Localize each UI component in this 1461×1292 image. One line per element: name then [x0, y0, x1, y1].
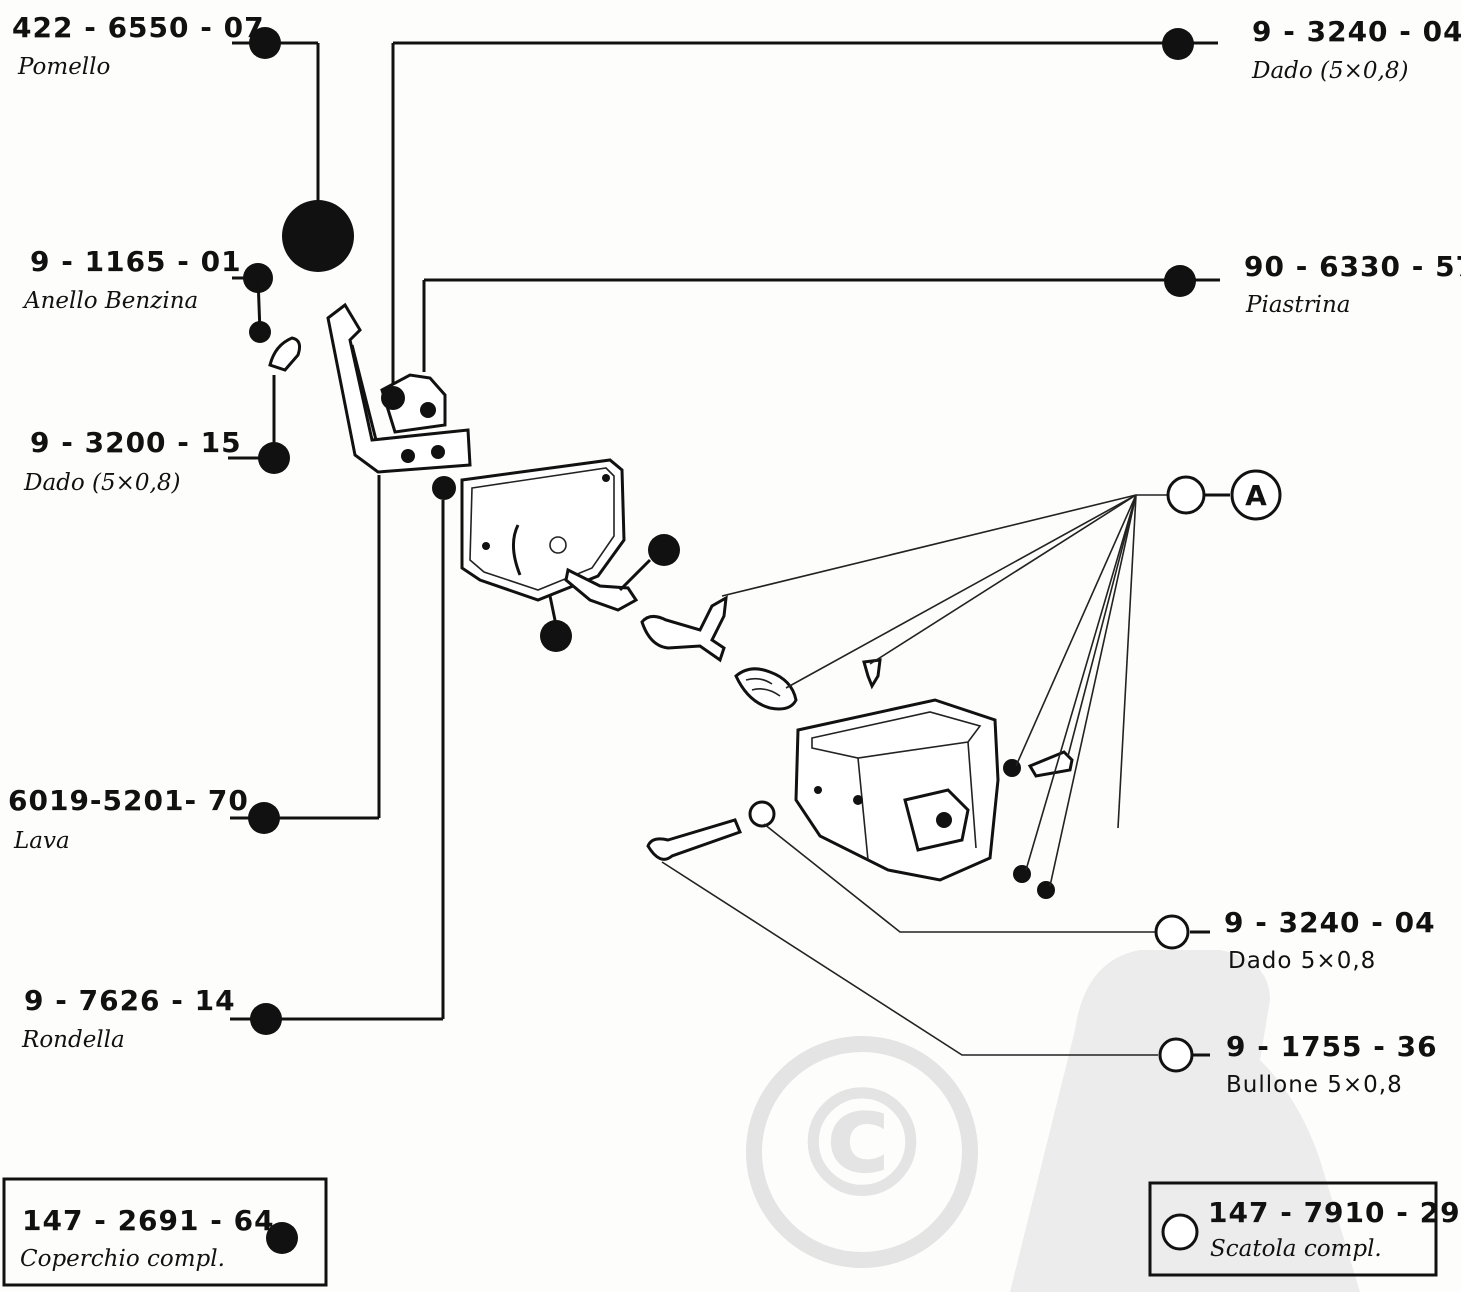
leader-piastrina [422, 265, 1220, 372]
copyright-watermark: © [746, 950, 1360, 1292]
leader-rondella [230, 476, 456, 1035]
label-anello-desc: Anello Benzina [22, 288, 198, 314]
leader-dado-left [228, 336, 301, 474]
label-dado-top-code: 9 - 3240 - 04 [1252, 15, 1461, 48]
label-anello-code: 9 - 1165 - 01 [30, 245, 242, 278]
label-dado-left-desc: Dado (5×0,8) [23, 470, 180, 496]
label-dado-top-desc: Dado (5×0,8) [1251, 58, 1408, 84]
leader-pomello [232, 27, 354, 272]
screw-small-part [862, 658, 882, 690]
legend-scatola-code: 147 - 7910 - 29 [1208, 1196, 1461, 1229]
legend-scatola-desc: Scatola compl. [1210, 1236, 1382, 1262]
label-bullone-code: 9 - 1755 - 36 [1226, 1030, 1438, 1063]
svg-text:©: © [787, 1058, 937, 1232]
lever-part [326, 302, 472, 474]
cover-plate-part [460, 458, 626, 652]
legend-filled-dot [266, 1222, 298, 1254]
label-dado-bottom-code: 9 - 3240 - 04 [1224, 906, 1436, 939]
label-bullone-desc: Bullone 5×0,8 [1226, 1072, 1403, 1098]
label-rondella-code: 9 - 7626 - 14 [24, 984, 236, 1017]
label-dado-bottom-desc: Dado 5×0,8 [1228, 948, 1376, 974]
label-dado-left-code: 9 - 3200 - 15 [30, 426, 242, 459]
bolt-long-part [646, 800, 776, 861]
leader-anello [232, 263, 273, 343]
legend-open-dot [1161, 1213, 1199, 1251]
label-lava-desc: Lava [13, 828, 70, 854]
pin-part [564, 534, 680, 612]
label-pomello-desc: Pomello [17, 54, 110, 80]
arm-part [640, 595, 728, 663]
callout-a-circle [1230, 469, 1282, 521]
callout-a-label: A [1245, 479, 1267, 512]
spring-part [734, 667, 798, 711]
screw-right-part [1003, 750, 1074, 899]
label-rondella-desc: Rondella [21, 1027, 125, 1053]
leader-dado-bottom [763, 823, 1210, 950]
callout-a-lines: A [721, 469, 1282, 887]
label-lava-code: 6019-5201- 70 [8, 784, 249, 817]
legend-coperchio: 147 - 2691 - 64 Coperchio compl. [2, 1177, 328, 1287]
legend-coperchio-desc: Coperchio compl. [20, 1246, 225, 1272]
housing-box-part [794, 698, 1000, 882]
legend-scatola: 147 - 7910 - 29 Scatola compl. [1148, 1181, 1461, 1277]
label-piastrina-code: 90 - 6330 - 57 [1244, 250, 1461, 283]
legend-coperchio-code: 147 - 2691 - 64 [22, 1204, 275, 1237]
leader-bullone [661, 861, 1210, 1073]
leader-dado-top [391, 28, 1218, 385]
leader-lava [230, 475, 381, 834]
label-piastrina-desc: Piastrina [1245, 292, 1350, 318]
knob-part [282, 200, 354, 272]
label-pomello-code: 422 - 6550 - 07 [12, 11, 265, 44]
